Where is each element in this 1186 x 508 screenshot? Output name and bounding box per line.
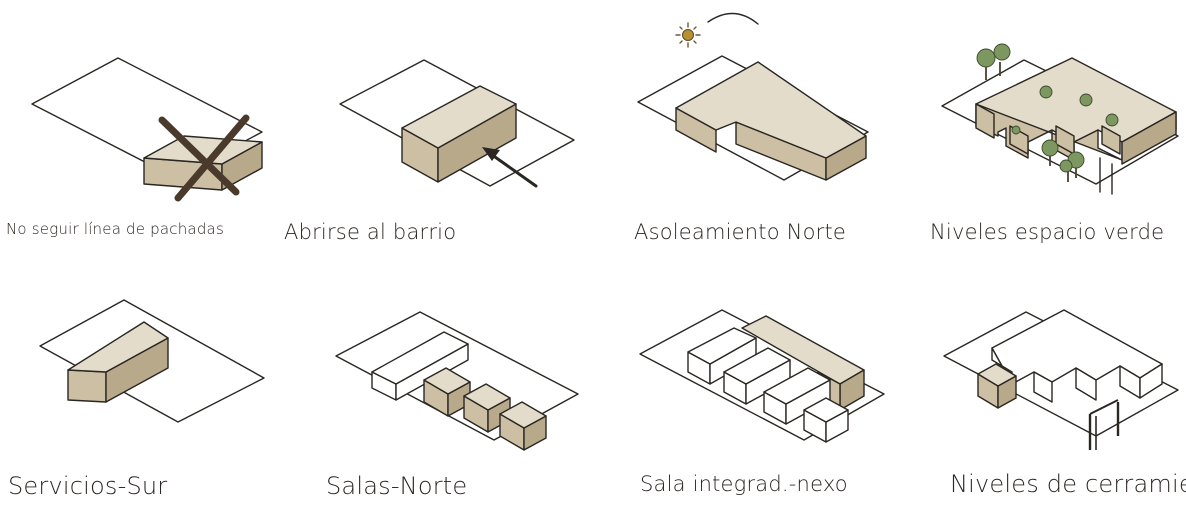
- site-plot: [39, 299, 265, 423]
- diagram-5-servicios-sur: [39, 299, 265, 423]
- arrow-icon: [482, 147, 538, 188]
- diagram-8-niveles-de-cerramiento: [943, 309, 1179, 450]
- l-shaped-volume: [675, 61, 867, 181]
- sun-icon: [675, 12, 759, 48]
- site-plot: [31, 57, 263, 179]
- site-plot: [941, 59, 1179, 185]
- tree-icon: [976, 43, 1119, 182]
- linear-volume: [143, 135, 263, 191]
- site-plot: [637, 55, 869, 181]
- white-room-2: [723, 347, 791, 405]
- site-plot: [943, 311, 1179, 437]
- room-box-1: [423, 367, 471, 417]
- diagram-2-abrirse-al-barrio: [339, 59, 575, 188]
- white-room-1: [687, 327, 757, 385]
- room-box-2: [463, 383, 511, 433]
- room-box-3: [499, 401, 547, 451]
- caption-no-seguir-linea: No seguir línea de pachadas: [6, 220, 224, 238]
- diagram-1-no-seguir-linea: [31, 57, 263, 202]
- white-room-4: [803, 397, 849, 443]
- diagram-3-asoleamiento-norte: [637, 12, 869, 181]
- white-bar-volume: [371, 331, 469, 401]
- caption-salas-norte: Salas-Norte: [326, 472, 468, 500]
- comb-volume: [975, 57, 1177, 195]
- cross-icon: [158, 114, 250, 202]
- enclosure-tan-box: [977, 363, 1017, 409]
- caption-asoleamiento-norte: Asoleamiento Norte: [634, 220, 847, 244]
- comb-outline-volume: [991, 309, 1163, 403]
- services-bar-volume: [67, 321, 169, 403]
- diagram-6-salas-norte: [335, 311, 579, 451]
- enclosure-frame: [1088, 399, 1120, 450]
- diagram-4-niveles-espacio-verde: [941, 43, 1179, 195]
- caption-abrirse-al-barrio: Abrirse al barrio: [284, 220, 457, 244]
- volume-block: [401, 85, 517, 183]
- caption-niveles-espacio-verde: Niveles espacio verde: [930, 220, 1165, 244]
- caption-niveles-de-cerramiento: Niveles de cerramiento: [950, 470, 1186, 498]
- site-plot: [639, 309, 885, 441]
- diagram-7-sala-integrad-nexo: [639, 309, 885, 443]
- caption-sala-integrad-nexo: Sala integrad.-nexo: [640, 472, 848, 496]
- caption-servicios-sur: Servicios-Sur: [8, 472, 168, 500]
